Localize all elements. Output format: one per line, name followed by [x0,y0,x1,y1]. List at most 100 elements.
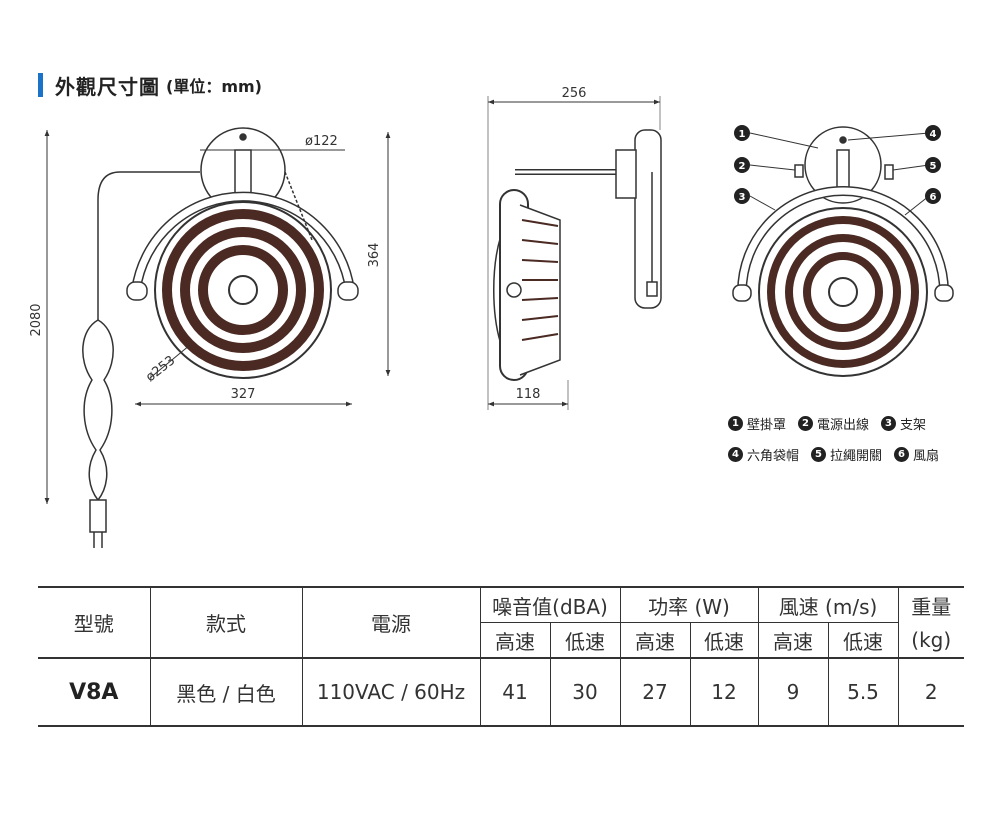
front-bracket-inner [132,193,354,291]
legend-item: 2 電源出線 [798,414,869,433]
header-power: 電源 [302,586,481,658]
header-noise-low: 低速 [550,622,621,658]
parts-view [732,126,954,377]
parts-knob-right [934,284,954,302]
front-dimension-lines [44,130,391,504]
header-wind: 風速 (m/s) [758,586,899,623]
cord-coil-left [82,319,99,501]
cell-wind-high: 9 [758,657,829,727]
cell-watt-low: 12 [690,657,759,727]
fan-blade-ring-inner [198,245,288,335]
legend-number: 3 [881,416,897,431]
legend-number: 2 [798,416,814,431]
mount-hole [239,133,247,141]
parts-fan-hub [828,277,858,307]
cell-noise-high: 41 [480,657,551,727]
header-noise-high: 高速 [480,622,551,658]
parts-blade-inner [803,252,883,332]
parts-mount-hole [839,136,847,144]
table-header-row: 型號 款式 電源 噪音值(dBA) 功率 (W) 風速 (m/s) 重量 [38,586,964,658]
section-header: 外觀尺寸圖 (單位：mm) [38,72,262,99]
callout-4-marker [925,125,941,141]
fan-blade-ring-mid [180,227,306,353]
dimension-drawing: 2080 364 327 ø122 ø253 256 118 [29,86,954,548]
header-wattage: 功率 (W) [620,586,759,623]
legend-number: 5 [811,447,827,462]
legend-row-2: 4 六角袋帽 5 拉繩開關 6 風扇 [728,445,951,464]
power-cord [97,171,200,320]
parts-bracket-inner [738,187,948,293]
callout-6-text: 6 [930,192,937,203]
parts-blade-outer [767,216,919,368]
width-label: 327 [231,387,256,402]
spec-table: 型號 款式 電源 噪音值(dBA) 功率 (W) 風速 (m/s) 重量 高速 … [38,586,964,727]
legend-label: 電源出線 [817,418,870,433]
fan-dim-leader [149,344,191,379]
cell-weight: 2 [898,657,964,727]
side-hinge [615,149,637,199]
header-watt-high: 高速 [620,622,691,658]
cord-length-label: 2080 [29,303,44,336]
callout-5-marker [925,157,941,173]
legend-item: 5 拉繩開關 [811,445,882,464]
side-wall-plate [634,129,662,309]
fan-hub [228,275,258,305]
table-row: V8A 黑色 / 白色 110VAC / 60Hz 41 30 27 12 9 … [38,657,964,727]
cell-wind-low: 5.5 [828,657,899,727]
header-weight: 重量 [898,586,964,623]
side-knob [506,282,522,298]
side-fins [521,219,559,341]
header-style: 款式 [150,586,303,658]
callout-leaders [749,132,930,216]
header-watt-low: 低速 [690,622,759,658]
callout-2-marker [734,157,750,173]
legend-label: 六角袋帽 [747,449,800,464]
legend-item: 3 支架 [881,414,926,433]
legend-item: 6 風扇 [894,445,939,464]
legend-number: 4 [728,447,743,462]
legend-label: 風扇 [913,449,940,464]
legend-label: 壁掛罩 [747,418,787,433]
cell-model: V8A [38,657,151,727]
legend-item: 1 壁掛罩 [728,414,786,433]
cord-coil-right [97,319,114,501]
callout-2-text: 2 [739,161,746,172]
legend-label: 拉繩開關 [830,449,883,464]
front-view [82,127,359,548]
callout-4-text: 4 [930,129,937,140]
fan-diameter-label: ø253 [143,353,178,385]
header-wind-low: 低速 [828,622,899,658]
bracket-knob-left [126,281,148,301]
mount-stem [234,149,252,196]
cell-noise-low: 30 [550,657,621,727]
callout-3-marker [734,188,750,204]
callout-1-marker [734,125,750,141]
legend-number: 1 [728,416,743,431]
page-title: 外觀尺寸圖 [55,74,160,99]
pull-chain [284,171,313,241]
parts-pull-switch [884,164,894,180]
power-plug [89,499,107,533]
legend-label: 支架 [900,418,927,433]
parts-knob-left [732,284,752,302]
mount-diameter-label: ø122 [305,134,338,149]
side-view [493,129,662,381]
bracket-knob-right [337,281,359,301]
parts-cord-outlet [794,164,804,178]
callout-1-text: 1 [739,129,746,140]
header-model: 型號 [38,586,151,658]
side-dimension-lines [487,96,661,410]
cell-watt-high: 27 [620,657,691,727]
callout-6-marker [925,188,941,204]
header-noise: 噪音值(dBA) [480,586,621,623]
parts-mount-stem [836,149,850,191]
fan-blade-ring-outer [162,209,324,371]
header-wind-high: 高速 [758,622,829,658]
legend-row-1: 1 壁掛罩 2 電源出線 3 支架 [728,414,938,433]
callout-3-text: 3 [739,192,746,203]
accent-bar [38,73,43,97]
parts-blade-mid [785,234,901,350]
legend-number: 6 [894,447,910,462]
cell-style: 黑色 / 白色 [150,657,303,727]
side-body [519,204,561,376]
